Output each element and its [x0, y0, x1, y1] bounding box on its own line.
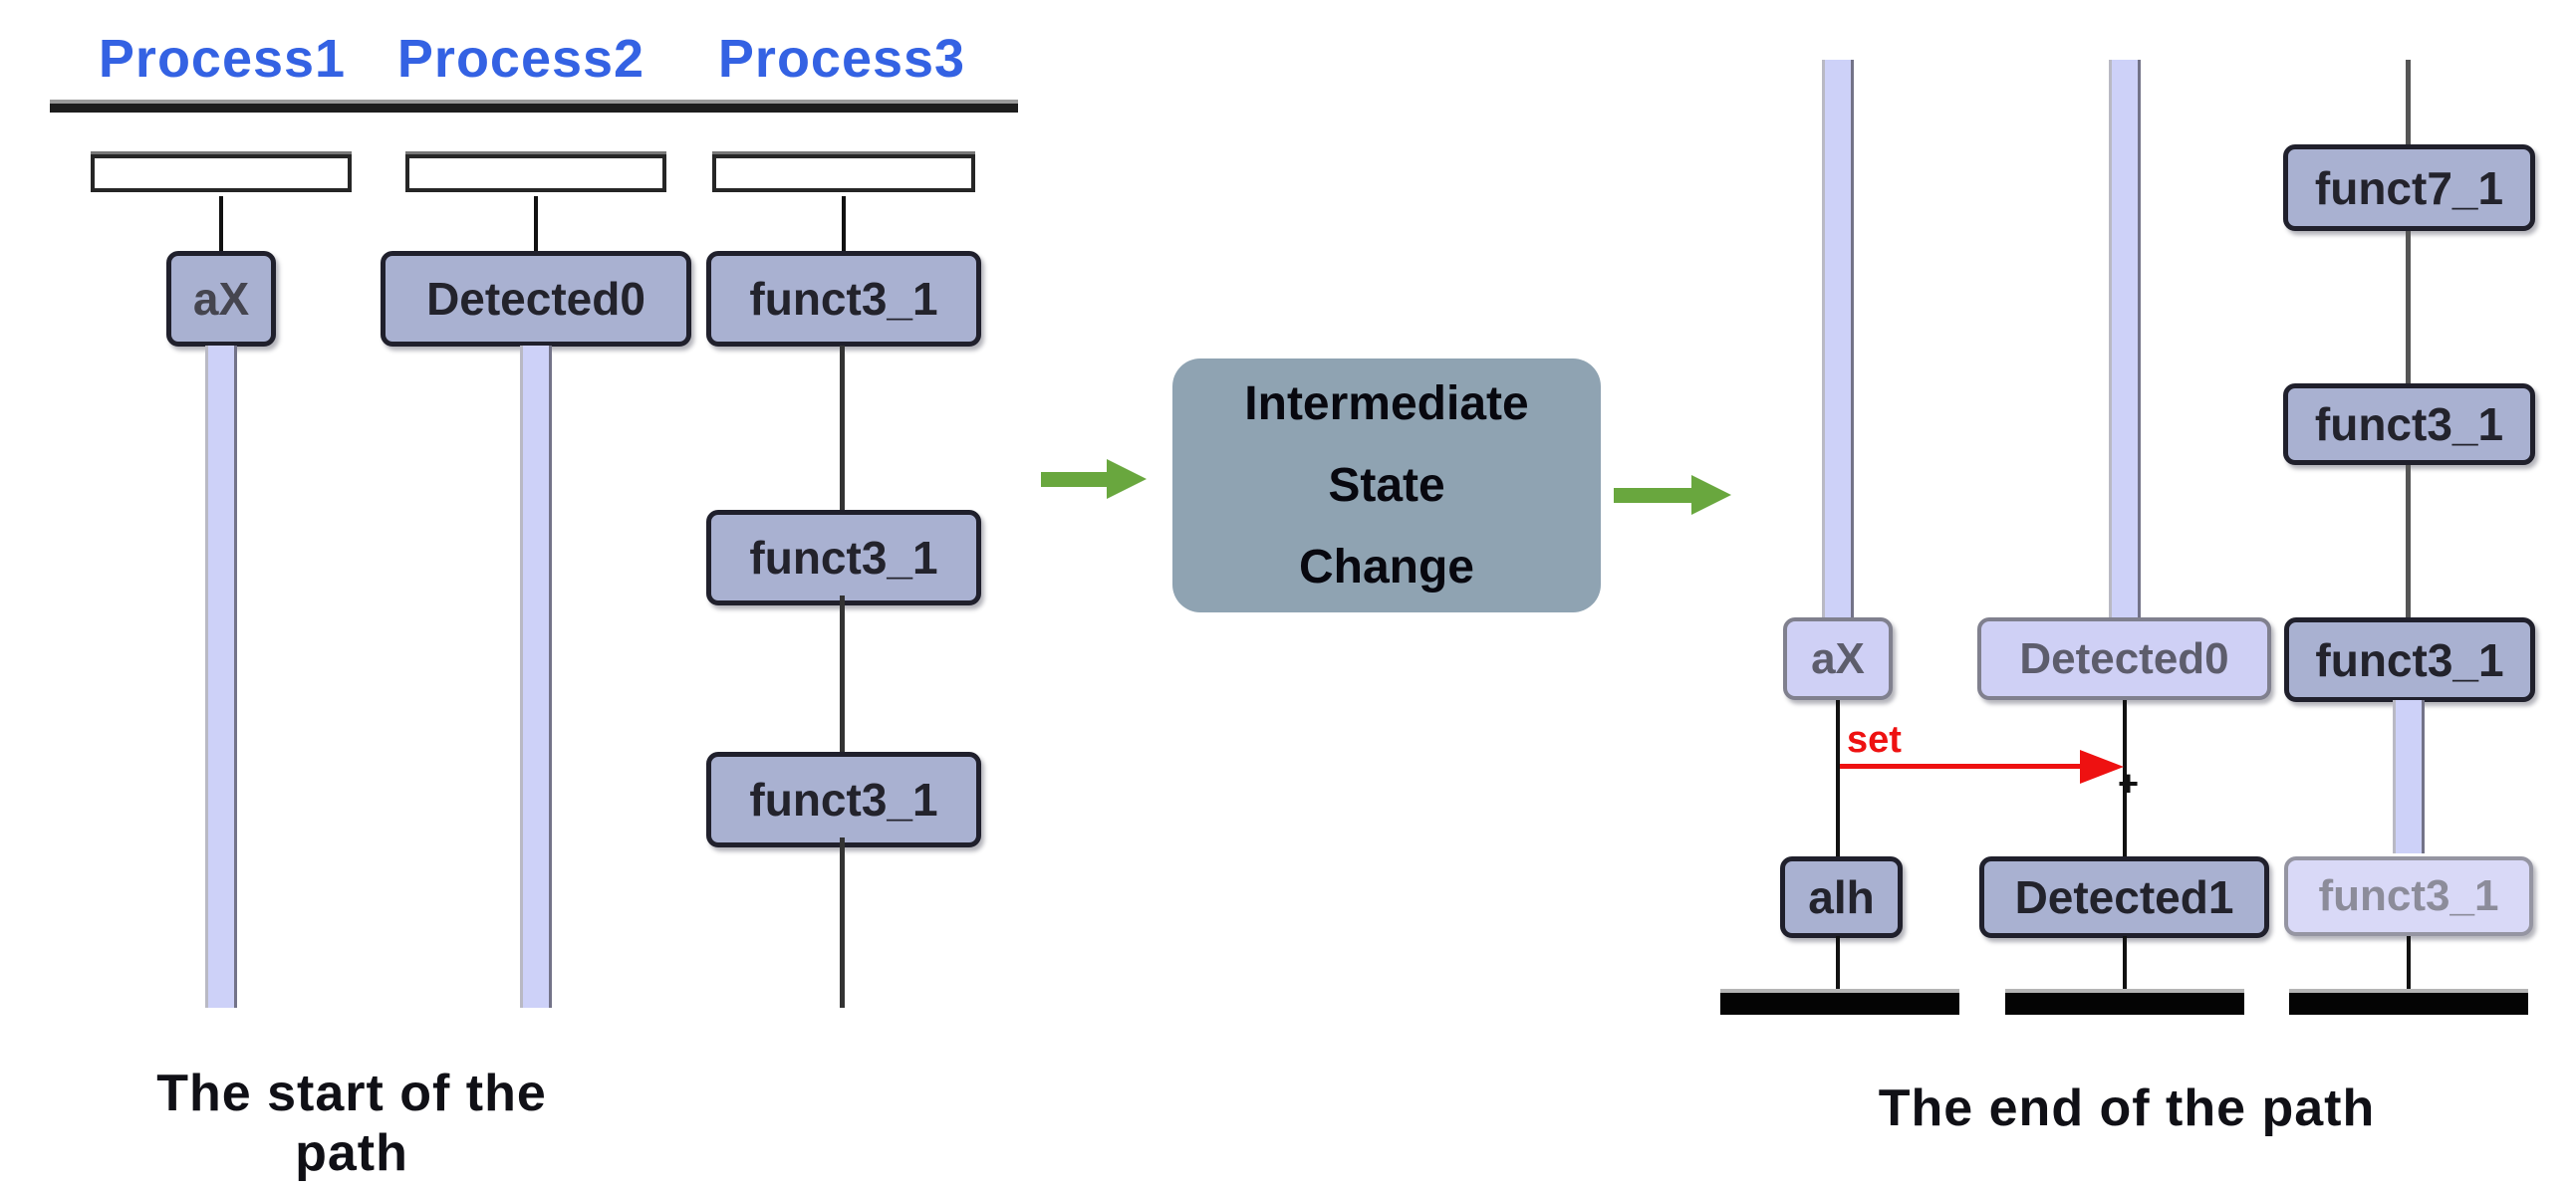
set-message-label: set [1847, 719, 1902, 761]
lifeline-right-col2 [2123, 700, 2127, 856]
start-rect-process1 [91, 154, 352, 192]
state-box-funct3-1: funct3_1 [2283, 383, 2535, 465]
connector-line [842, 196, 846, 251]
green-arrow-right-head [1691, 475, 1731, 515]
stop-bar-col2 [2005, 989, 2244, 1015]
start-caption: The start of the path [156, 1065, 547, 1182]
connector-line [219, 196, 223, 251]
start-rect-process2 [405, 154, 666, 192]
activation-bar-process1 [205, 346, 237, 1008]
state-box-detected0-faded: Detected0 [1977, 617, 2271, 700]
set-message-arrow-head [2080, 750, 2124, 784]
state-box-detected1: Detected1 [1979, 856, 2269, 938]
green-arrow-right-shaft [1614, 488, 1693, 503]
state-box-detected0: Detected0 [381, 251, 691, 347]
stop-bar-col1 [1720, 989, 1959, 1015]
state-box-funct3-1: funct3_1 [706, 251, 981, 347]
start-rect-process3 [712, 154, 975, 192]
footnote-mark: + [2118, 763, 2140, 804]
activation-bar-process2 [520, 346, 552, 1008]
state-box-funct3-1: funct3_1 [706, 752, 981, 847]
stop-bar-col3 [2289, 989, 2528, 1015]
set-message-arrow-shaft [1840, 764, 2082, 769]
lifeline-right-col3 [2406, 60, 2411, 144]
lifeline-right-col2 [2123, 936, 2127, 989]
state-box-funct3-1: funct3_1 [706, 510, 981, 605]
state-box-funct3-1-active: funct3_1 [2284, 617, 2535, 702]
mid-box-line1: Intermediate [1244, 376, 1529, 430]
lifeline-right-col3 [2406, 465, 2411, 617]
lifeline-process3 [840, 837, 845, 1008]
activation-bar-right-col2 [2109, 60, 2141, 619]
activation-bar-right-col1 [1822, 60, 1854, 619]
process1-header: Process1 [98, 29, 347, 89]
activation-bar-right-col3 [2393, 700, 2425, 853]
state-box-funct7-1: funct7_1 [2283, 144, 2535, 231]
lifeline-process3 [840, 596, 845, 752]
state-box-ax: aX [166, 251, 276, 347]
state-box-ax-faded: aX [1783, 617, 1893, 700]
lifeline-right-col3 [2406, 231, 2411, 383]
lifeline-process3 [840, 346, 845, 510]
state-box-funct3-1-faded: funct3_1 [2284, 856, 2533, 936]
lifeline-right-col3 [2407, 936, 2411, 989]
intermediate-state-change-box: Intermediate State Change [1172, 358, 1601, 612]
green-arrow-left-shaft [1041, 472, 1109, 487]
mid-box-line3: Change [1298, 540, 1474, 594]
lifeline-right-col1 [1836, 936, 1840, 989]
green-arrow-left-head [1107, 459, 1147, 499]
header-underline [50, 100, 1018, 113]
mid-box-line2: State [1328, 458, 1445, 512]
end-caption: The end of the path [1878, 1079, 2376, 1137]
process3-header: Process3 [717, 29, 966, 89]
connector-line [534, 196, 538, 251]
lifeline-right-col1 [1836, 700, 1840, 856]
state-box-alh: alh [1780, 856, 1903, 938]
process2-header: Process2 [396, 29, 645, 89]
